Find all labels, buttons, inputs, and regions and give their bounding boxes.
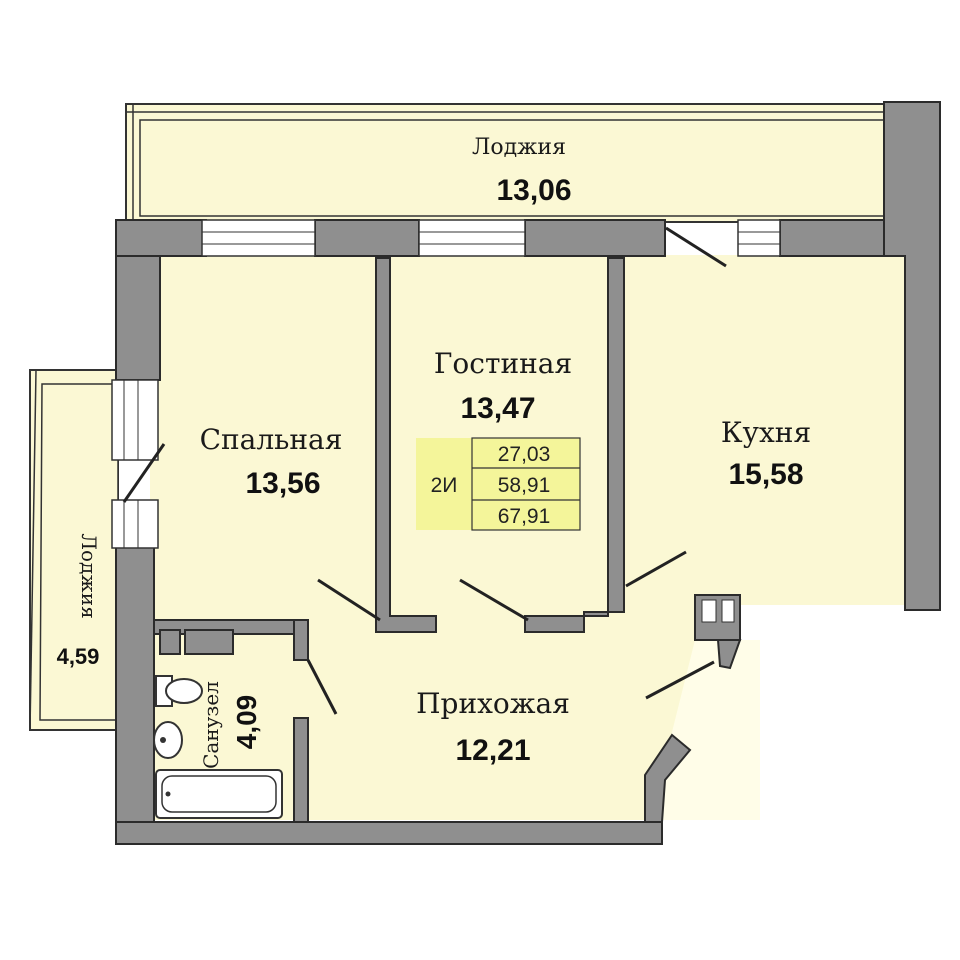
total-area-value: 58,91 [498, 474, 551, 497]
living-area-value: 27,03 [498, 443, 551, 466]
kitchen-name: Кухня [721, 416, 811, 449]
doors [122, 226, 727, 715]
interior-walls [153, 257, 735, 823]
bathroom-area: 4,09 [231, 695, 262, 750]
summary-table: 2И 27,03 58,91 67,91 [416, 437, 581, 531]
apartment-type: 2И [431, 474, 458, 497]
loggia-left-area: 4,59 [57, 644, 100, 669]
hall-area: 12,21 [455, 734, 530, 767]
living-area: 13,47 [460, 392, 535, 425]
loggia-top-area: 13,06 [496, 174, 571, 207]
windows [111, 219, 781, 549]
total-with-loggia-value: 67,91 [498, 505, 551, 528]
bathroom-name: Санузел [199, 681, 223, 769]
toilet-icon [165, 678, 203, 704]
apartment-floor [150, 255, 905, 820]
loggia-left-name: Лоджия [77, 533, 101, 618]
bedroom-area: 13,56 [245, 467, 320, 500]
living-name: Гостиная [434, 347, 572, 380]
bathroom-fixtures [153, 675, 283, 819]
loggia-top-name: Лоджия [472, 135, 566, 160]
kitchen-area: 15,58 [728, 458, 803, 491]
hall-name: Прихожая [416, 687, 570, 720]
bedroom-name: Спальная [200, 423, 343, 456]
loggia-top [125, 103, 897, 223]
loggia-left [29, 369, 119, 731]
outer-walls [115, 101, 941, 845]
sink-icon [153, 721, 183, 759]
